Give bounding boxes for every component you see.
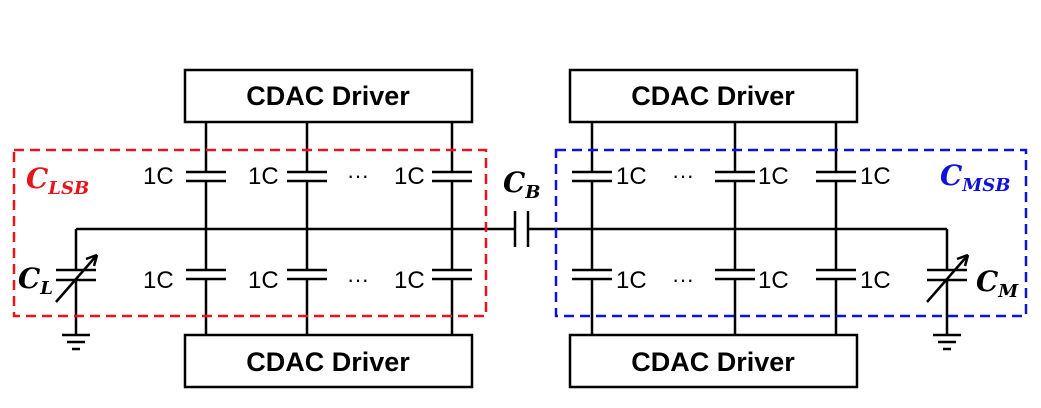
bridge-capacitor-plates [513, 211, 530, 247]
driver-top-left: CDAC Driver [183, 68, 474, 124]
cap-label: 1C [860, 163, 891, 190]
ellipsis: ··· [672, 267, 694, 292]
cap-label: 1C [143, 267, 174, 294]
cap-label: 1C [616, 267, 647, 294]
ellipsis-marks: ··· ··· ··· ··· [347, 163, 694, 292]
load-capacitor-right-label: CM [976, 265, 1019, 302]
driver-bottom-left: CDAC Driver [183, 333, 474, 389]
cap-label: 1C [248, 267, 279, 294]
msb-group-box [554, 148, 1028, 318]
load-capacitor-left [55, 229, 99, 351]
cap-label: 1C [758, 163, 789, 190]
driver-top-right-label: CDAC Driver [631, 81, 795, 111]
driver-bottom-right: CDAC Driver [568, 333, 859, 389]
cap-label: 1C [394, 163, 425, 190]
driver-top-right: CDAC Driver [568, 68, 859, 124]
driver-bottom-right-label: CDAC Driver [631, 347, 795, 377]
ground-icon-right [933, 333, 961, 351]
driver-bottom-left-label: CDAC Driver [246, 347, 410, 377]
cap-label: 1C [860, 267, 891, 294]
load-capacitor-left-label: CL [18, 262, 53, 299]
cap-label: 1C [248, 163, 279, 190]
load-capacitor-right [926, 229, 970, 351]
lsb-group-box [12, 148, 488, 318]
ellipsis: ··· [672, 163, 694, 188]
ground-icon-left [62, 333, 90, 351]
ellipsis: ··· [347, 163, 369, 188]
msb-group-label: CMSB [940, 159, 1010, 196]
driver-top-left-label: CDAC Driver [246, 81, 410, 111]
cap-label: 1C [758, 267, 789, 294]
cap-label: 1C [616, 163, 647, 190]
cap-label: 1C [394, 267, 425, 294]
lsb-group-label: CLSB [26, 162, 89, 199]
ellipsis: ··· [347, 267, 369, 292]
bridge-capacitor-label: CB [503, 166, 541, 203]
cap-label: 1C [143, 163, 174, 190]
capacitor-labels: 1C 1C 1C 1C 1C 1C 1C 1C 1C 1C 1C 1C [143, 163, 891, 294]
bus-wire [76, 211, 947, 247]
capacitor-columns [186, 122, 856, 335]
